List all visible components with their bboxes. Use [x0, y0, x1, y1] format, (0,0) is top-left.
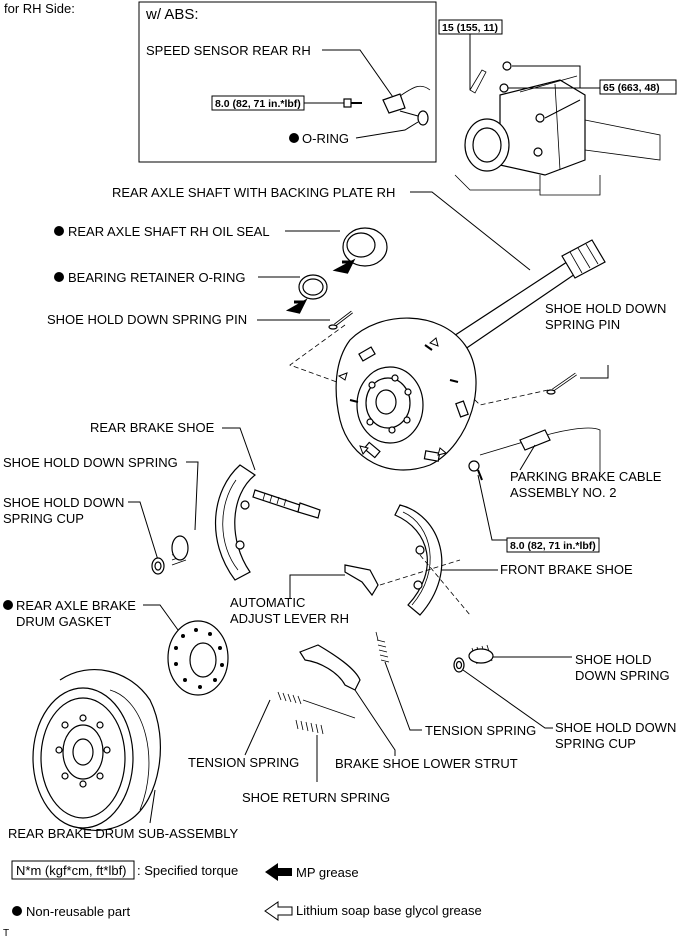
cable-label-1: PARKING BRAKE CABLE [510, 469, 662, 484]
axle-housing [454, 61, 661, 196]
tension-left-label: TENSION SPRING [188, 755, 299, 770]
non-reusable-dot [289, 133, 299, 143]
pin-left-part [328, 310, 353, 330]
hold-spring-right-label-2: DOWN SPRING [575, 668, 670, 683]
strut-label: BRAKE SHOE LOWER STRUT [335, 756, 518, 771]
pin-right-part [546, 372, 577, 395]
bearing-oring-part [285, 274, 328, 314]
oil-seal-dot [54, 226, 64, 236]
brake-drum-part [32, 669, 161, 831]
lower-strut-part [299, 644, 361, 691]
cup-right-label-1: SHOE HOLD DOWN [555, 720, 676, 735]
speed-sensor-label: SPEED SENSOR REAR RH [146, 43, 311, 58]
gasket-label-1: REAR AXLE BRAKE [16, 598, 136, 613]
legend-torque-text: : Specified torque [137, 863, 238, 878]
torque-15: 15 (155, 11) [442, 22, 498, 34]
legend: N*m (kgf*cm, ft*lbf) : Specified torque … [3, 860, 482, 939]
footer-mark: T [3, 928, 9, 939]
gasket-label-2: DRUM GASKET [16, 614, 111, 629]
tension-spring-right-part [375, 631, 390, 663]
legend-torque-box: N*m (kgf*cm, ft*lbf) [16, 863, 127, 878]
oil-seal-label: REAR AXLE SHAFT RH OIL SEAL [68, 224, 270, 239]
cup-right-label-2: SPRING CUP [555, 736, 636, 751]
abs-inset: w/ ABS: SPEED SENSOR REAR RH 8.0 (82, 71… [138, 1, 437, 163]
axle-shaft-part [439, 239, 606, 359]
bearing-oring-label: BEARING RETAINER O-RING [68, 270, 245, 285]
torque-65: 65 (663, 48) [603, 82, 660, 94]
return-spring-part [295, 719, 324, 735]
pin-left-label: SHOE HOLD DOWN SPRING PIN [47, 312, 247, 327]
sensor-bolt [304, 98, 362, 108]
cable-label-2: ASSEMBLY NO. 2 [510, 485, 616, 500]
gasket-dot [3, 600, 13, 610]
backing-plate-part [335, 317, 477, 471]
tension-spring-left-part [277, 691, 356, 719]
speed-sensor-part [382, 85, 431, 126]
legend-mp-grease: MP grease [296, 865, 359, 880]
cup-right-part [453, 657, 465, 673]
hold-spring-left-label: SHOE HOLD DOWN SPRING [3, 455, 178, 470]
drum-gasket-part [167, 620, 229, 696]
rear-shoe-label: REAR BRAKE SHOE [90, 420, 215, 435]
legend-dot-icon [12, 906, 22, 916]
adjust-label-1: AUTOMATIC [230, 595, 305, 610]
axle-shaft-label: REAR AXLE SHAFT WITH BACKING PLATE RH [112, 185, 395, 200]
cup-left-label-1: SHOE HOLD DOWN [3, 495, 124, 510]
side-label: for RH Side: [4, 1, 75, 16]
torque-sensor: 8.0 (82, 71 in.*lbf) [215, 98, 301, 110]
cup-left-part [151, 557, 165, 575]
lithium-grease-arrow-icon [264, 901, 293, 921]
cup-left-label-2: SPRING CUP [3, 511, 84, 526]
inset-title: w/ ABS: [145, 6, 199, 23]
legend-non-reusable: Non-reusable part [26, 904, 130, 919]
hold-spring-left-part [171, 535, 189, 566]
front-shoe-label: FRONT BRAKE SHOE [500, 562, 633, 577]
rear-shoe-part [215, 464, 321, 581]
drum-label: REAR BRAKE DRUM SUB-ASSEMBLY [8, 826, 239, 841]
mp-grease-arrow-icon [265, 863, 292, 881]
adjust-lever-part [344, 564, 379, 597]
hold-spring-right-label-1: SHOE HOLD [575, 652, 652, 667]
oil-seal-part [332, 227, 388, 274]
bearing-oring-dot [54, 272, 64, 282]
pin-right-label-1: SHOE HOLD DOWN [545, 301, 666, 316]
front-shoe-part [394, 504, 443, 616]
tension-right-label: TENSION SPRING [425, 723, 536, 738]
return-spring-label: SHOE RETURN SPRING [242, 790, 390, 805]
legend-lithium: Lithium soap base glycol grease [296, 903, 482, 918]
parking-cable-part [468, 427, 601, 481]
hold-spring-right-part [468, 644, 494, 665]
oring-label: O-RING [302, 131, 349, 146]
adjust-label-2: ADJUST LEVER RH [230, 611, 349, 626]
torque-cable: 8.0 (82, 71 in.*lbf) [510, 540, 596, 552]
pin-right-label-2: SPRING PIN [545, 317, 620, 332]
